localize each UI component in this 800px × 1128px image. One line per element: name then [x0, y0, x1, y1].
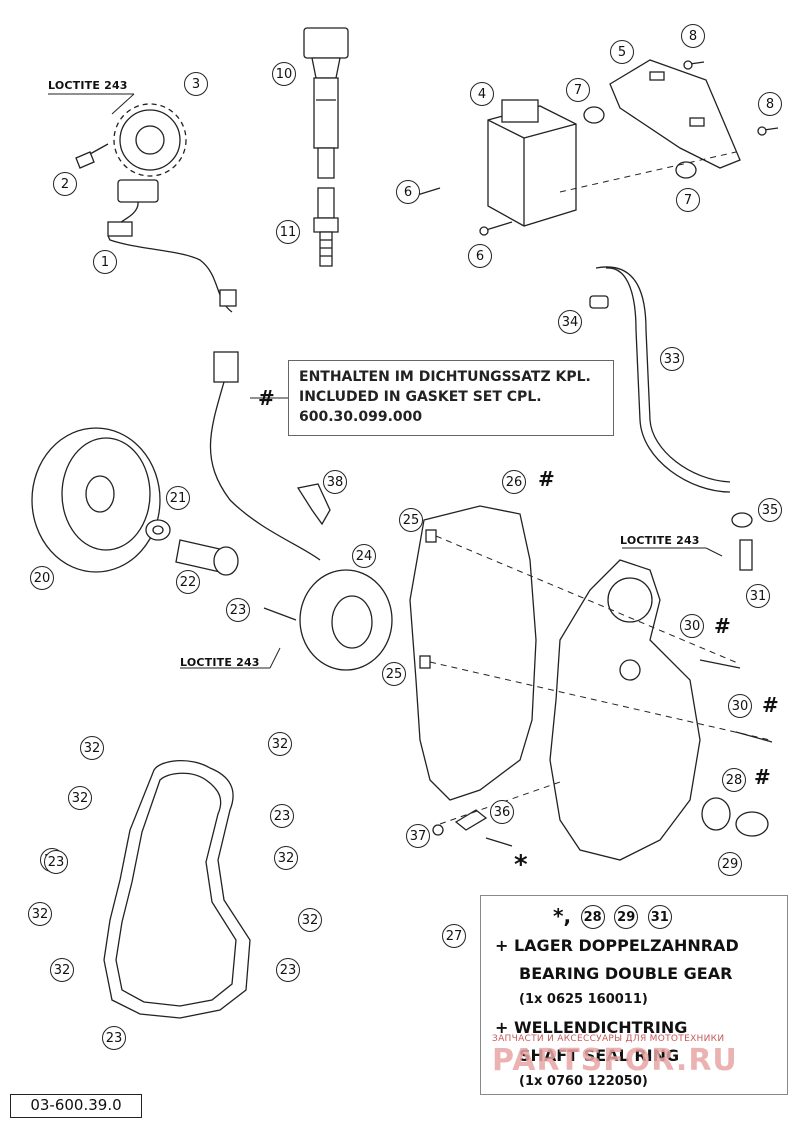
callout-37: 37	[406, 824, 430, 848]
gasket-set-mark: #	[762, 693, 779, 717]
pickup-sensor	[107, 179, 237, 313]
callout-31: 31	[647, 905, 672, 929]
gasket-set-note: ENTHALTEN IM DICHTUNGSSATZ KPL. INCLUDED…	[288, 360, 614, 436]
callout-35: 35	[758, 498, 782, 522]
gasket-note-line: INCLUDED IN GASKET SET CPL.	[299, 389, 542, 405]
callout-6: 6	[468, 244, 492, 268]
cdi-unit	[487, 99, 577, 227]
callout-8: 8	[758, 92, 782, 116]
callout-23: 23	[226, 598, 250, 622]
callout-32: 32	[80, 736, 104, 760]
bearing-note-star: *,	[553, 904, 572, 928]
callout-25: 25	[399, 508, 423, 532]
callout-30: 30	[680, 614, 704, 638]
callout-32: 32	[28, 902, 52, 926]
mounting-bracket	[609, 59, 741, 169]
callout-32: 32	[298, 908, 322, 932]
callout-32: 32	[50, 958, 74, 982]
callout-5: 5	[610, 40, 634, 64]
gasket-set-mark: #	[258, 386, 275, 410]
callout-20: 20	[30, 566, 54, 590]
callout-7: 7	[676, 188, 700, 212]
stator	[299, 569, 393, 671]
callout-33: 33	[660, 347, 684, 371]
gasket-set-mark: #	[538, 467, 555, 491]
bearing-note-header: *, 28 29 31	[553, 904, 800, 931]
loctite-label: LOCTITE 243	[620, 534, 700, 547]
callout-34: 34	[558, 310, 582, 334]
callout-32: 32	[268, 732, 292, 756]
callout-7: 7	[566, 78, 590, 102]
callout-31: 31	[746, 584, 770, 608]
callout-23: 23	[270, 804, 294, 828]
bearing-note-line: BEARING DOUBLE GEAR	[519, 964, 733, 983]
callout-29: 29	[614, 905, 639, 929]
callout-32: 32	[274, 846, 298, 870]
bearing-note-line: SHAFT SEAL RING	[519, 1046, 680, 1065]
gasket-note-line: 600.30.099.000	[299, 409, 423, 425]
breather-hose	[589, 266, 731, 493]
loctite-label: LOCTITE 243	[180, 656, 260, 669]
callout-3: 3	[184, 72, 208, 96]
callout-24: 24	[352, 544, 376, 568]
callout-1: 1	[93, 250, 117, 274]
flywheel-rotor	[31, 427, 161, 573]
callout-32: 32	[68, 786, 92, 810]
bearing-set-mark: *	[514, 850, 528, 880]
callout-6: 6	[396, 180, 420, 204]
cover-gasket	[409, 505, 537, 801]
callout-11: 11	[276, 220, 300, 244]
loctite-label: LOCTITE 243	[48, 79, 128, 92]
callout-23: 23	[276, 958, 300, 982]
gasket-note-line: ENTHALTEN IM DICHTUNGSSATZ KPL.	[299, 369, 591, 385]
callout-23: 23	[44, 850, 68, 874]
watermark-logo: PARTSFOR.RU	[492, 1043, 738, 1078]
callout-38: 38	[323, 470, 347, 494]
callout-4: 4	[470, 82, 494, 106]
crankcase-gasket	[103, 759, 251, 1019]
drawing-part-number: 03-600.39.0	[10, 1094, 142, 1118]
callout-27: 27	[442, 924, 466, 948]
callout-29: 29	[718, 852, 742, 876]
callout-2: 2	[53, 172, 77, 196]
callout-21: 21	[166, 486, 190, 510]
callout-23: 23	[102, 1026, 126, 1050]
callout-36: 36	[490, 800, 514, 824]
callout-25: 25	[382, 662, 406, 686]
ignition-coil	[303, 27, 349, 179]
bearing-note-line: + WELLENDICHTRING	[495, 1018, 688, 1037]
callout-30: 30	[728, 694, 752, 718]
callout-10: 10	[272, 62, 296, 86]
bearing-note: *, 28 29 31 + LAGER DOPPELZAHNRAD BEARIN…	[480, 895, 788, 1095]
gasket-set-mark: #	[714, 614, 731, 638]
spark-plug	[313, 187, 339, 267]
trigger-wheel	[113, 103, 187, 177]
bearing-note-line: (1x 0760 122050)	[519, 1074, 648, 1089]
callout-22: 22	[176, 570, 200, 594]
callout-28: 28	[722, 768, 746, 792]
watermark-caption: ЗАПЧАСТИ И АКСЕССУАРЫ ДЛЯ МОТОТЕХНИКИ	[492, 1034, 725, 1044]
gasket-set-mark: #	[754, 765, 771, 789]
callout-26: 26	[502, 470, 526, 494]
bearing-note-line: + LAGER DOPPELZAHNRAD	[495, 936, 739, 955]
ignition-cover	[549, 559, 701, 861]
callout-8: 8	[681, 24, 705, 48]
bearing-note-line: (1x 0625 160011)	[519, 992, 648, 1007]
callout-28: 28	[580, 905, 605, 929]
